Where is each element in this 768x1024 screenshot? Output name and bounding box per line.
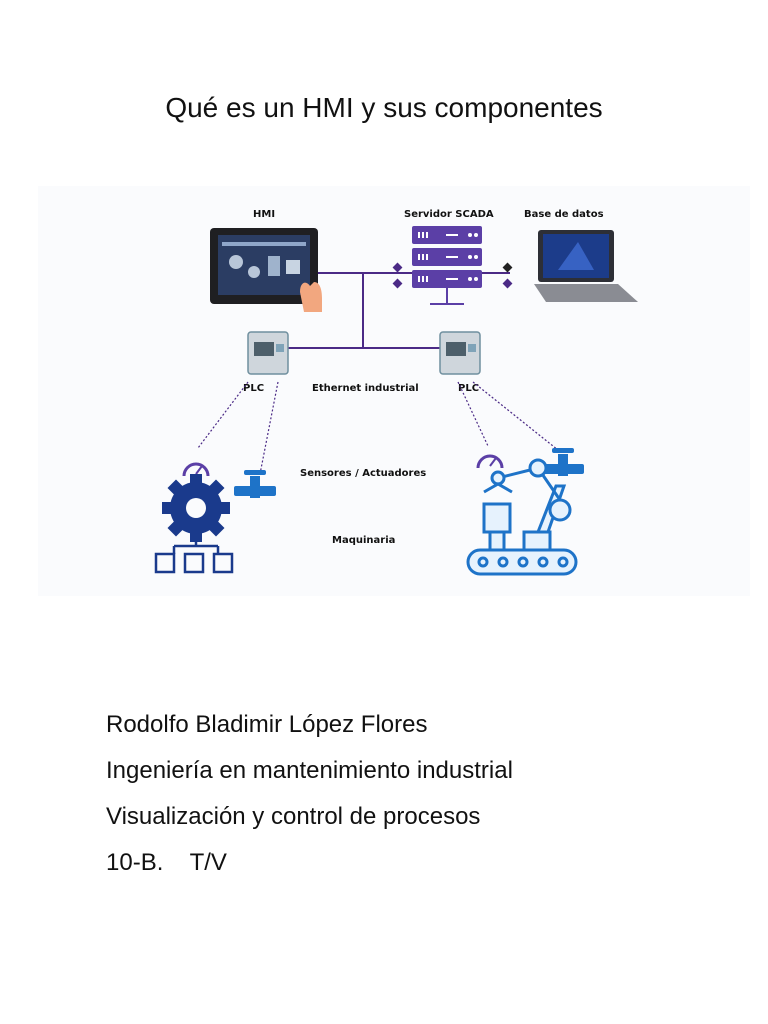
gear-icon [162, 474, 230, 542]
valve-left-icon [234, 470, 276, 498]
hmi-label: HMI [253, 209, 275, 220]
robot-arm-icon [466, 458, 578, 576]
db-label: Base de datos [524, 209, 604, 220]
course-name: Visualización y control de procesos [106, 803, 481, 830]
process-blocks-icon [154, 536, 234, 574]
group-name: 10-B. T/V [106, 849, 227, 876]
hmi-architecture-diagram: HMI Servidor SCADA Base de datos [38, 186, 750, 596]
scada-label: Servidor SCADA [404, 209, 494, 220]
career-name: Ingeniería en mantenimiento industrial [106, 757, 513, 784]
plc-left-icon [247, 331, 289, 375]
gauge-left-icon [182, 462, 210, 477]
plc-right-icon [439, 331, 481, 375]
ethernet-label: Ethernet industrial [312, 383, 419, 394]
author-info: Rodolfo Bladimir López Flores Ingeniería… [106, 702, 513, 886]
plc-left-label: PLC [243, 383, 264, 394]
scada-server-icon [412, 226, 482, 305]
plc-right-label: PLC [458, 383, 479, 394]
author-name: Rodolfo Bladimir López Flores [106, 711, 428, 738]
machinery-label: Maquinaria [332, 535, 395, 546]
laptop-icon [534, 230, 638, 302]
sensors-label: Sensores / Actuadores [300, 468, 426, 479]
field-links [197, 381, 559, 475]
valve-right-icon [542, 448, 584, 476]
page-title: Qué es un HMI y sus componentes [165, 92, 603, 123]
gauge-right-icon [476, 454, 504, 469]
hmi-panel-icon [210, 228, 322, 312]
